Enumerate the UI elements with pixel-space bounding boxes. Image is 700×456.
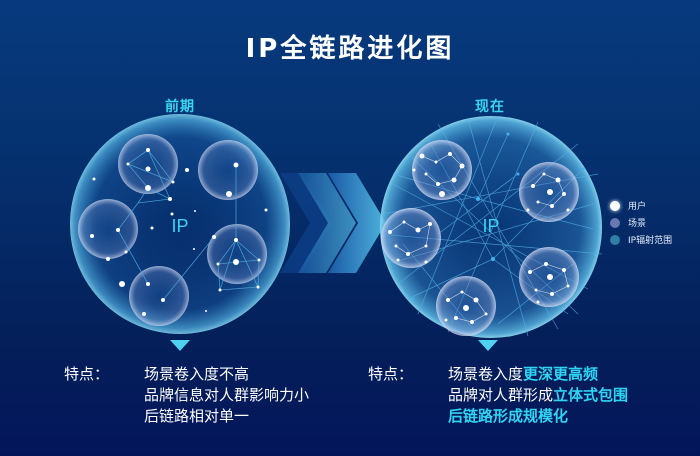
feature-highlight: 后链路形成规模化 [448, 407, 569, 425]
feature-text: 品牌信息对人群影响力小 [144, 386, 310, 404]
feature-text: 场景卷入度不高 [144, 365, 250, 383]
pointer-down-now-icon [478, 340, 498, 351]
feature-highlight: 更深更高频 [523, 365, 599, 383]
ip-center-label-early: IP [171, 216, 188, 236]
features-now: 特点： 场景卷入度更深更高频 品牌对人群形成立体式包围 后链路形成规模化 [368, 364, 628, 427]
feature-text: 品牌对人群形成 [448, 386, 554, 404]
now-sphere-diagram: IP [379, 115, 603, 338]
feature-text: 场景卷入度 [448, 365, 524, 383]
legend-item-ip-range: IP辐射范围 [610, 231, 672, 248]
feature-highlight: 立体式包围 [553, 386, 629, 404]
legend: 用户 场景 IP辐射范围 [610, 197, 672, 248]
legend-label: 用户 [628, 202, 647, 212]
white-dot-icon [610, 200, 620, 211]
stage-label-now: 现在 [475, 99, 505, 115]
page-title: IP全链路进化图 [245, 34, 455, 64]
legend-item-scene: 场景 [610, 214, 672, 231]
teal-dot-icon [610, 234, 620, 245]
progression-chevrons-icon [280, 173, 386, 273]
features-early: 特点： 场景卷入度不高 品牌信息对人群影响力小 后链路相对单一 [64, 364, 309, 427]
features-label: 特点： [64, 365, 110, 383]
features-label: 特点： [368, 365, 414, 383]
legend-label: 场景 [628, 219, 647, 229]
grey-blue-dot-icon [610, 217, 620, 228]
legend-item-user: 用户 [610, 197, 672, 214]
ip-center-label-now: IP [482, 216, 499, 236]
early-sphere-diagram: IP [70, 114, 290, 334]
pointer-down-early-icon [170, 340, 190, 351]
legend-label: IP辐射范围 [628, 236, 673, 246]
feature-text: 后链路相对单一 [144, 407, 250, 425]
stage-label-early: 前期 [165, 99, 195, 115]
